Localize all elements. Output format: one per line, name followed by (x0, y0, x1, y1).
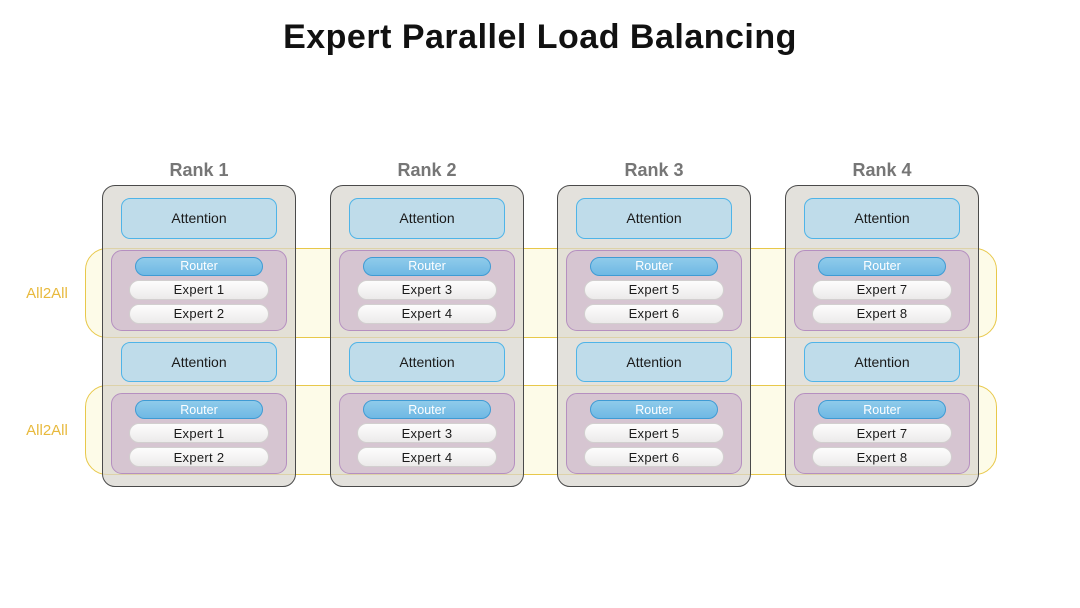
rank-card-2: Attention Router Expert 3 Expert 4 Atten… (330, 185, 524, 487)
attention-block: Attention (349, 341, 505, 382)
expert-item: Expert 8 (812, 447, 952, 467)
all2all-label-2: All2All (26, 422, 68, 439)
attention-block: Attention (349, 198, 505, 239)
moe-block: Router Expert 7 Expert 8 (794, 393, 970, 474)
expert-item: Expert 4 (357, 447, 497, 467)
moe-block: Router Expert 5 Expert 6 (566, 393, 742, 474)
attention-block: Attention (804, 198, 960, 239)
router-block: Router (135, 256, 263, 276)
all2all-label-1: All2All (26, 285, 68, 302)
router-block: Router (135, 400, 263, 419)
moe-block: Router Expert 3 Expert 4 (339, 249, 515, 331)
expert-item: Expert 6 (584, 303, 724, 324)
router-block: Router (590, 256, 718, 276)
router-block: Router (818, 256, 946, 276)
expert-item: Expert 4 (357, 303, 497, 324)
attention-block: Attention (576, 341, 732, 382)
router-block: Router (590, 400, 718, 419)
moe-block: Router Expert 1 Expert 2 (111, 249, 287, 331)
router-block: Router (363, 400, 491, 419)
attention-block: Attention (804, 341, 960, 382)
rank-title-3: Rank 3 (624, 160, 684, 180)
moe-block: Router Expert 3 Expert 4 (339, 393, 515, 474)
moe-block: Router Expert 1 Expert 2 (111, 393, 287, 474)
expert-item: Expert 2 (129, 447, 269, 467)
router-block: Router (818, 400, 946, 419)
rank-title-2: Rank 2 (397, 160, 457, 180)
expert-item: Expert 3 (357, 279, 497, 300)
expert-item: Expert 8 (812, 303, 952, 324)
moe-block: Router Expert 5 Expert 6 (566, 249, 742, 331)
rank-column-2: Rank 2 Attention Router Expert 3 Expert … (330, 158, 524, 487)
expert-item: Expert 1 (129, 423, 269, 443)
expert-item: Expert 1 (129, 279, 269, 300)
moe-block: Router Expert 7 Expert 8 (794, 249, 970, 331)
expert-item: Expert 3 (357, 423, 497, 443)
rank-column-3: Rank 3 Attention Router Expert 5 Expert … (557, 158, 751, 487)
router-block: Router (363, 256, 491, 276)
expert-item: Expert 6 (584, 447, 724, 467)
expert-item: Expert 5 (584, 423, 724, 443)
rank-title-1: Rank 1 (169, 160, 229, 180)
page-title: Expert Parallel Load Balancing (283, 18, 797, 56)
rank-card-3: Attention Router Expert 5 Expert 6 Atten… (557, 185, 751, 487)
rank-card-1: Attention Router Expert 1 Expert 2 Atten… (102, 185, 296, 487)
expert-item: Expert 7 (812, 279, 952, 300)
expert-item: Expert 7 (812, 423, 952, 443)
rank-title-4: Rank 4 (852, 160, 912, 180)
attention-block: Attention (121, 341, 277, 382)
attention-block: Attention (576, 198, 732, 239)
rank-column-4: Rank 4 Attention Router Expert 7 Expert … (785, 158, 979, 487)
rank-card-4: Attention Router Expert 7 Expert 8 Atten… (785, 185, 979, 487)
expert-item: Expert 5 (584, 279, 724, 300)
expert-item: Expert 2 (129, 303, 269, 324)
attention-block: Attention (121, 198, 277, 239)
rank-column-1: Rank 1 Attention Router Expert 1 Expert … (102, 158, 296, 487)
